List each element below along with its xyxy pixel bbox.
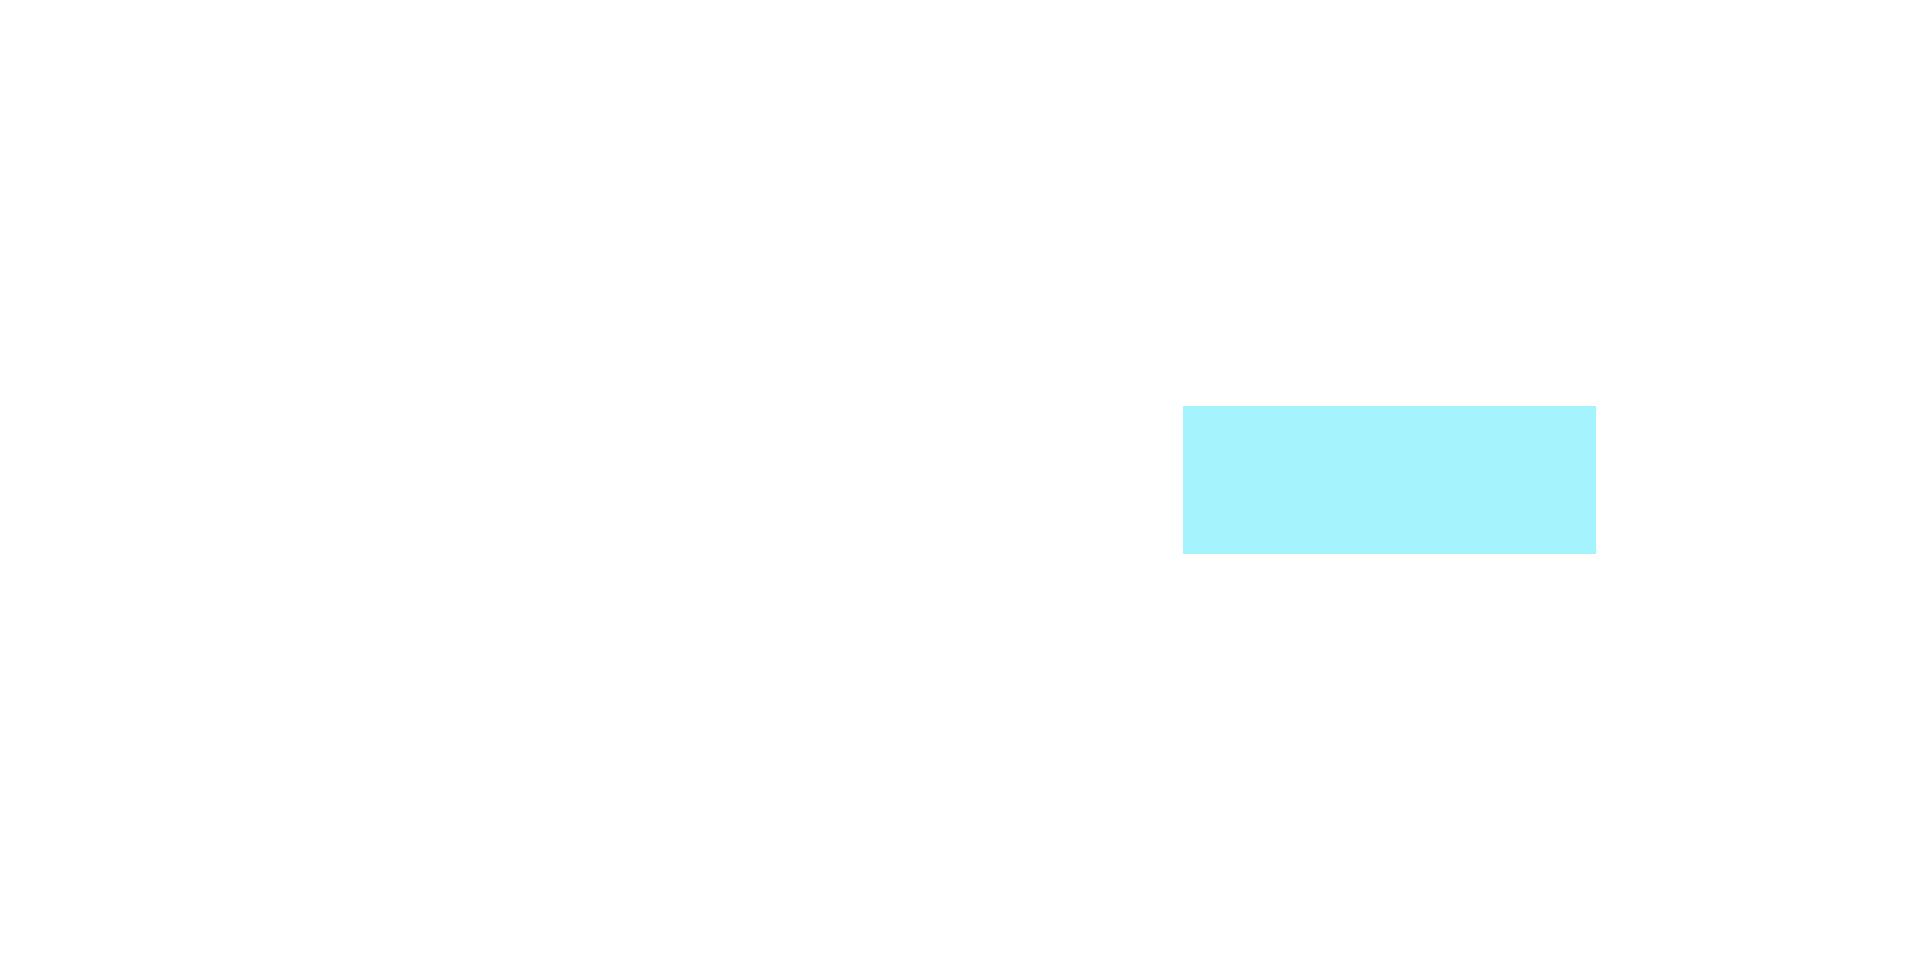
highlighted-region [1183,406,1596,554]
